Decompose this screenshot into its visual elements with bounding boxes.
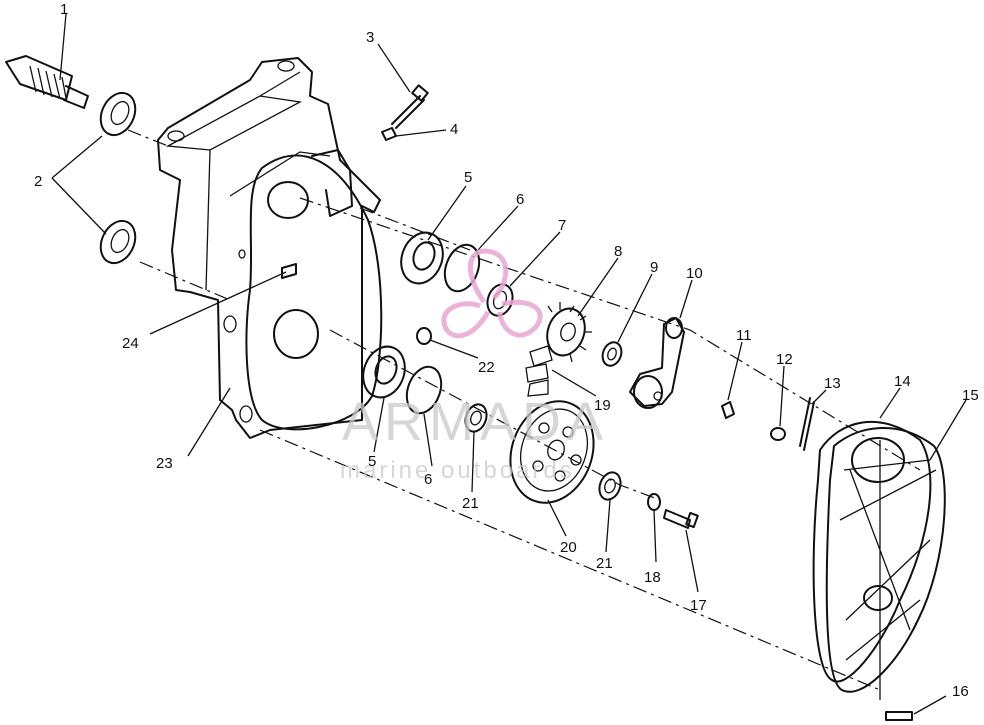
plug-22 — [416, 327, 432, 345]
cotter-pin-13 — [799, 397, 815, 451]
callout-labels: 1 2 3 4 5 6 7 8 9 10 11 12 13 14 15 16 1… — [34, 1, 979, 700]
screw-16 — [885, 711, 913, 721]
o-ring-upper — [443, 243, 481, 293]
callout-1: 1 — [60, 1, 68, 18]
callout-11: 11 — [736, 327, 752, 344]
bolt-3 — [391, 84, 429, 129]
callout-6-upper: 6 — [516, 191, 524, 208]
callout-8: 8 — [614, 243, 622, 260]
armada-watermark: ARMADA marine outboards — [340, 248, 609, 484]
callout-18: 18 — [644, 569, 661, 586]
callout-5-lower: 5 — [368, 453, 376, 470]
callout-20: 20 — [560, 539, 577, 556]
callout-19: 19 — [594, 397, 611, 414]
dowel-pin — [281, 263, 297, 279]
callout-5-upper: 5 — [464, 169, 472, 186]
callout-7: 7 — [558, 217, 566, 234]
assembly-centerlines — [127, 129, 921, 691]
seal-lower — [99, 219, 137, 265]
washer-9 — [601, 341, 623, 367]
callout-15: 15 — [962, 387, 979, 404]
callout-3: 3 — [366, 29, 374, 46]
callout-9: 9 — [650, 259, 658, 276]
input-shaft — [5, 55, 89, 109]
callout-14: 14 — [894, 373, 911, 390]
watermark-brand: ARMADA — [342, 392, 609, 452]
watermark-tagline: marine outboards — [340, 457, 575, 484]
o-ring-lower — [405, 365, 443, 415]
washer-11 — [721, 401, 735, 419]
chaincase-cover-15 — [825, 427, 946, 700]
callout-10: 10 — [686, 265, 703, 282]
bottom-sprocket-20 — [509, 400, 595, 504]
nut-4 — [381, 127, 397, 141]
chaincase-gasket — [245, 154, 383, 431]
callout-6-lower: 6 — [424, 471, 432, 488]
chaincase-housing — [157, 57, 381, 439]
callout-17: 17 — [690, 597, 707, 614]
seal-upper — [99, 91, 137, 137]
callout-24: 24 — [122, 335, 139, 352]
callout-21-outer: 21 — [596, 555, 613, 572]
callout-4: 4 — [450, 121, 458, 138]
callout-13: 13 — [824, 375, 841, 392]
callout-2: 2 — [34, 173, 42, 190]
bolt-17 — [663, 509, 699, 529]
tensioner-arm — [629, 317, 685, 409]
spacer-21-inner — [464, 403, 488, 433]
cover-gasket-14 — [812, 420, 932, 683]
bearing-lower — [362, 345, 406, 399]
spacer-21-outer — [598, 471, 622, 501]
callout-16: 16 — [952, 683, 969, 700]
bracket-arm — [311, 149, 353, 217]
top-sprocket — [546, 302, 592, 363]
bearing-upper — [400, 231, 444, 285]
leader-lines — [51, 13, 967, 715]
callout-22: 22 — [478, 359, 495, 376]
washer-18 — [647, 493, 661, 511]
callout-12: 12 — [776, 351, 793, 368]
callout-23: 23 — [156, 455, 173, 472]
nut-12 — [770, 427, 786, 441]
callout-21-inner: 21 — [462, 495, 479, 512]
propeller-logo-icon — [441, 248, 543, 339]
chain-19 — [525, 345, 553, 397]
